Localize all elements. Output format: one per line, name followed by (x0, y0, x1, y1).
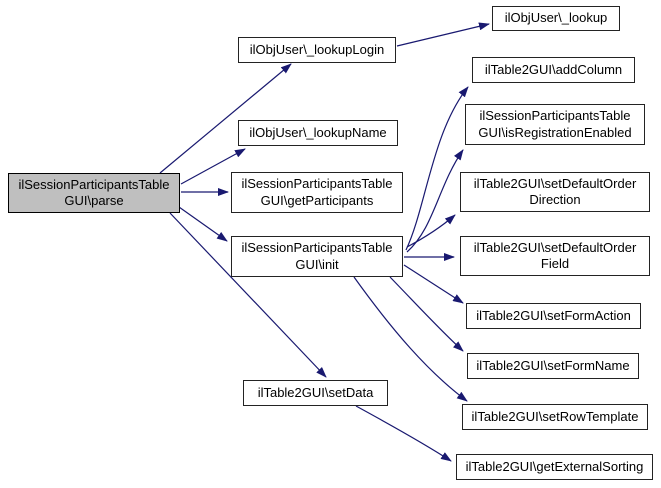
graph-node-setData[interactable]: ilTable2GUI\setData (243, 380, 388, 406)
edge-parse-lookupName (180, 148, 246, 185)
graph-node-setFormAction[interactable]: ilTable2GUI\setFormAction (466, 303, 641, 329)
graph-node-getExternalSorting[interactable]: ilTable2GUI\getExternalSorting (456, 454, 653, 480)
graph-node-setRowTemplate[interactable]: ilTable2GUI\setRowTemplate (462, 404, 648, 430)
edge-parse-init (178, 206, 228, 242)
edge-parse-lookupLogin (159, 63, 292, 174)
graph-node-setDefaultOrderField[interactable]: ilTable2GUI\setDefaultOrder Field (460, 236, 650, 276)
edge-lookupLogin-lookup (396, 22, 490, 47)
edge-init-setFormName (389, 276, 464, 352)
graph-node-init[interactable]: ilSessionParticipantsTable GUI\init (231, 236, 403, 277)
edge-init-setDefaultOrderDirection (406, 214, 456, 248)
graph-node-parse: ilSessionParticipantsTable GUI\parse (8, 173, 180, 213)
graph-node-isRegistrationEnabled[interactable]: ilSessionParticipantsTable GUI\isRegistr… (465, 104, 645, 145)
graph-node-lookup[interactable]: ilObjUser\_lookup (492, 6, 620, 31)
edge-init-isRegistrationEnabled (406, 149, 464, 253)
edge-parse-setData (169, 212, 327, 378)
edge-init-setFormAction (403, 264, 464, 304)
graph-node-lookupName[interactable]: ilObjUser\_lookupName (238, 120, 398, 146)
graph-node-lookupLogin[interactable]: ilObjUser\_lookupLogin (238, 37, 396, 63)
edge-setData-getExternalSorting (355, 405, 452, 462)
edge-init-addColumn (405, 86, 469, 251)
graph-node-setFormName[interactable]: ilTable2GUI\setFormName (467, 353, 639, 379)
graph-node-setDefaultOrderDirection[interactable]: ilTable2GUI\setDefaultOrder Direction (460, 172, 650, 212)
graph-node-addColumn[interactable]: ilTable2GUI\addColumn (472, 57, 635, 83)
call-edges (159, 22, 490, 462)
edge-init-setRowTemplate (353, 276, 468, 402)
graph-node-getParticipants[interactable]: ilSessionParticipantsTable GUI\getPartic… (231, 172, 403, 213)
